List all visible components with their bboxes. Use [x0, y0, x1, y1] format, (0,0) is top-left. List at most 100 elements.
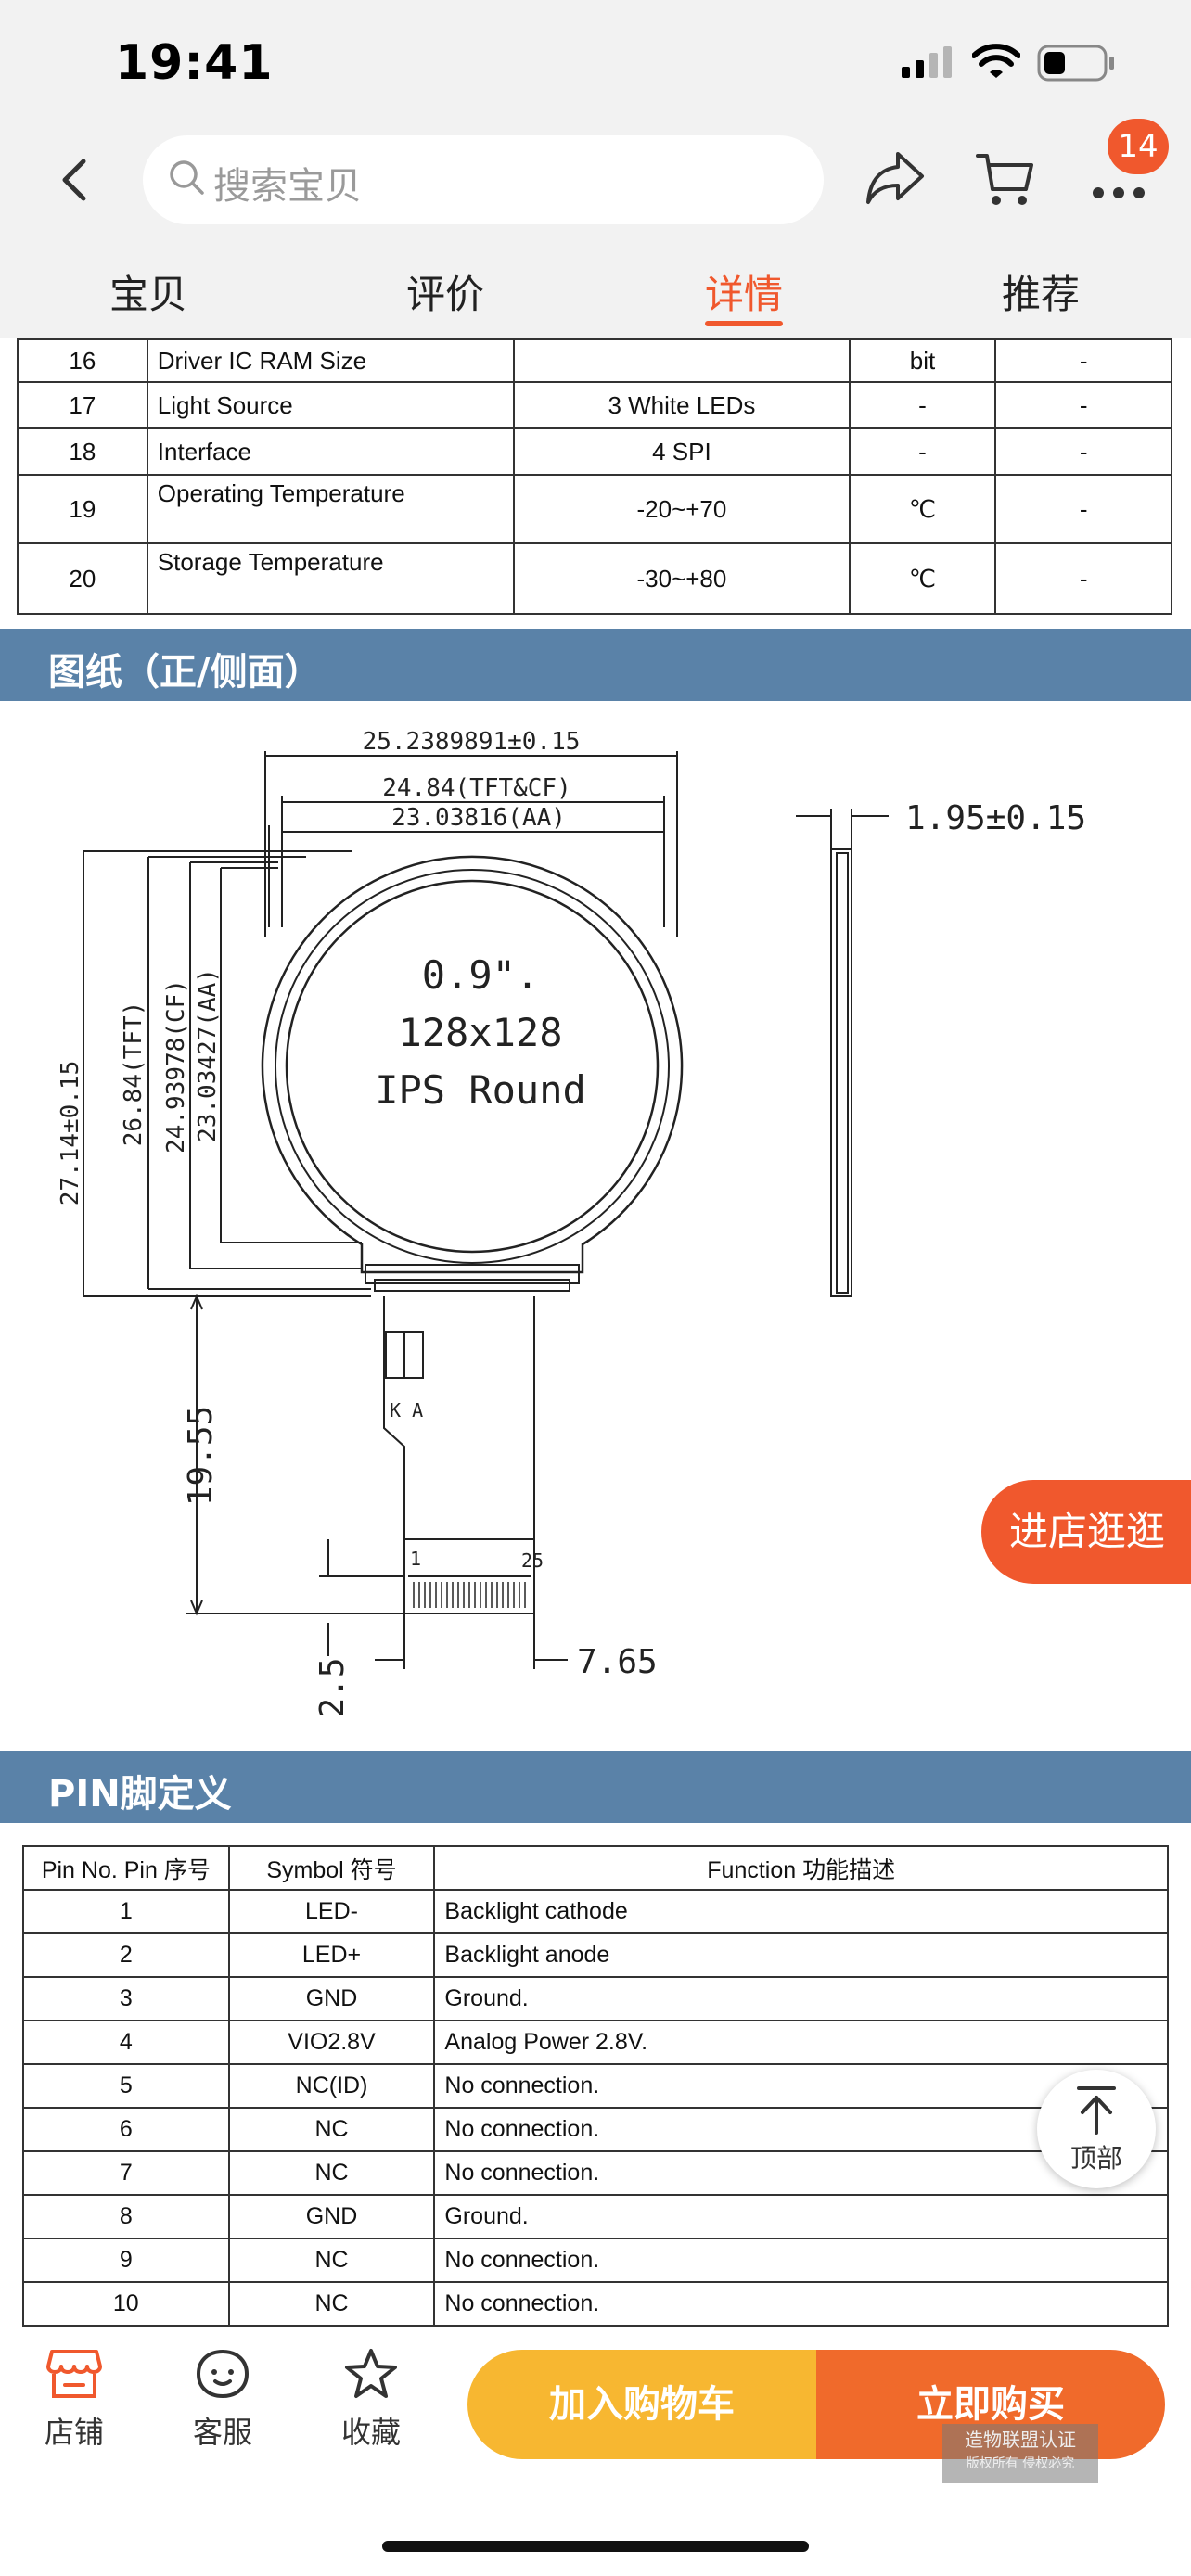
dim-v1: 27.14±0.15	[57, 1061, 84, 1206]
watermark-line-1: 造物联盟认证	[965, 2429, 1076, 2451]
cell-item: Operating Temperature	[146, 474, 516, 544]
display-label-size: 0.9".	[422, 952, 539, 998]
dim-v3: 24.93978(CF)	[162, 979, 190, 1154]
back-arrow-icon[interactable]	[48, 152, 104, 208]
section-title: PIN脚定义	[48, 1773, 232, 1816]
status-bar: 19:41	[0, 0, 1191, 130]
tab-bar: 宝贝 评价 详情 推荐	[0, 232, 1191, 338]
cell-pin: 2	[22, 1932, 230, 1978]
cell-no: 17	[17, 381, 148, 429]
cell-symbol: NC	[227, 2150, 436, 2196]
dim-fpc-length: 19.55	[182, 1406, 220, 1506]
cell-note: -	[994, 542, 1172, 615]
dim-top-3: 23.03816(AA)	[391, 804, 566, 832]
cell-value: 3 White LEDs	[513, 381, 851, 429]
home-indicator	[382, 2541, 809, 2552]
more-icon[interactable]	[1089, 150, 1154, 206]
status-time: 19:41	[115, 35, 274, 91]
shop-label: 店铺	[44, 2415, 104, 2450]
cell-no: 16	[17, 338, 148, 383]
cell-no: 19	[17, 474, 148, 544]
bottom-action-bar: 店铺 客服 收藏 加入购物车 立即购买 造物联盟认证 版权所有 侵权必究	[0, 2329, 1191, 2576]
certification-watermark: 造物联盟认证 版权所有 侵权必究	[942, 2424, 1098, 2483]
dim-v4: 23.03427(AA)	[194, 968, 222, 1142]
ka-label: K A	[390, 1399, 423, 1422]
active-tab-indicator	[705, 321, 783, 326]
table-row: 20 Storage Temperature -30~+80 ℃ -	[17, 542, 1172, 615]
cell-unit: -	[848, 381, 997, 429]
cell-pin: 4	[22, 2020, 230, 2065]
visit-store-button[interactable]: 进店逛逛	[981, 1480, 1191, 1584]
table-header-row: Pin No. Pin 序号 Symbol 符号 Function 功能描述	[22, 1845, 1169, 1891]
cell-value: -30~+80	[513, 542, 851, 615]
cell-function: No connection.	[433, 2063, 1169, 2109]
battery-icon	[1037, 45, 1114, 82]
customer-service-icon	[196, 2349, 250, 2399]
cell-symbol: VIO2.8V	[227, 2020, 436, 2065]
cell-unit: bit	[848, 338, 997, 383]
cell-function: Backlight anode	[433, 1932, 1169, 1978]
add-to-cart-button[interactable]: 加入购物车	[467, 2350, 816, 2459]
pin-table: Pin No. Pin 序号 Symbol 符号 Function 功能描述 1…	[22, 1845, 1169, 2327]
col-header-pin: Pin No. Pin 序号	[22, 1845, 230, 1891]
cart-icon[interactable]	[976, 150, 1035, 210]
section-header-pin: PIN脚定义	[0, 1751, 1191, 1823]
cell-pin: 3	[22, 1976, 230, 2021]
share-icon[interactable]	[864, 148, 926, 206]
cell-pin: 10	[22, 2281, 230, 2327]
back-to-top-button[interactable]: 顶部	[1037, 2070, 1156, 2188]
watermark-line-2: 版权所有 侵权必究	[966, 2456, 1075, 2471]
dim-side: 1.95±0.15	[905, 799, 1086, 837]
tab-reviews[interactable]: 评价	[406, 272, 485, 317]
table-row: 19 Operating Temperature -20~+70 ℃ -	[17, 474, 1172, 544]
cell-symbol: NC	[227, 2281, 436, 2327]
col-header-symbol: Symbol 符号	[227, 1845, 436, 1891]
favorite-button[interactable]: 收藏	[315, 2348, 427, 2452]
back-to-top-label: 顶部	[1069, 2143, 1122, 2174]
cell-unit: ℃	[848, 474, 997, 544]
dim-v2: 26.84(TFT)	[120, 1001, 147, 1147]
shop-icon	[46, 2350, 102, 2398]
table-row: 16 Driver IC RAM Size bit -	[17, 338, 1172, 383]
table-row: 18 Interface 4 SPI - -	[17, 427, 1172, 476]
cell-pin: 6	[22, 2107, 230, 2152]
cell-item: Storage Temperature	[146, 542, 516, 615]
cell-symbol: GND	[227, 1976, 436, 2021]
search-box[interactable]: 搜索宝贝	[143, 135, 824, 224]
shop-button[interactable]: 店铺	[19, 2348, 130, 2452]
cell-symbol: NC(ID)	[227, 2063, 436, 2109]
cell-value: 4 SPI	[513, 427, 851, 476]
table-row: 17 Light Source 3 White LEDs - -	[17, 381, 1172, 429]
display-label-type: IPS Round	[375, 1067, 586, 1113]
pin-last-label: 25	[521, 1549, 544, 1572]
cell-function: Backlight cathode	[433, 1889, 1169, 1934]
cell-pin: 5	[22, 2063, 230, 2109]
cell-pin: 1	[22, 1889, 230, 1934]
cell-function: Ground.	[433, 2194, 1169, 2239]
tab-details[interactable]: 详情	[705, 272, 784, 317]
technical-drawing: 25.2389891±0.15 24.84(TFT&CF) 23.03816(A…	[57, 728, 1086, 1718]
cell-item: Interface	[146, 427, 516, 476]
tab-item[interactable]: 宝贝	[109, 272, 188, 317]
cell-no: 18	[17, 427, 148, 476]
tab-recommend[interactable]: 推荐	[1002, 272, 1081, 317]
customer-service-button[interactable]: 客服	[167, 2348, 278, 2452]
cell-note: -	[994, 474, 1172, 544]
cellular-signal-icon	[902, 46, 952, 78]
section-header-drawing: 图纸（正/侧面）	[0, 629, 1191, 701]
notification-badge: 14	[1108, 119, 1169, 174]
pin-first-label: 1	[410, 1548, 421, 1570]
cell-value: -20~+70	[513, 474, 851, 544]
col-header-function: Function 功能描述	[433, 1845, 1169, 1891]
cell-value	[513, 338, 851, 383]
cell-note: -	[994, 427, 1172, 476]
cell-note: -	[994, 381, 1172, 429]
cell-pin: 7	[22, 2150, 230, 2196]
cell-pin: 8	[22, 2194, 230, 2239]
cell-unit: -	[848, 427, 997, 476]
